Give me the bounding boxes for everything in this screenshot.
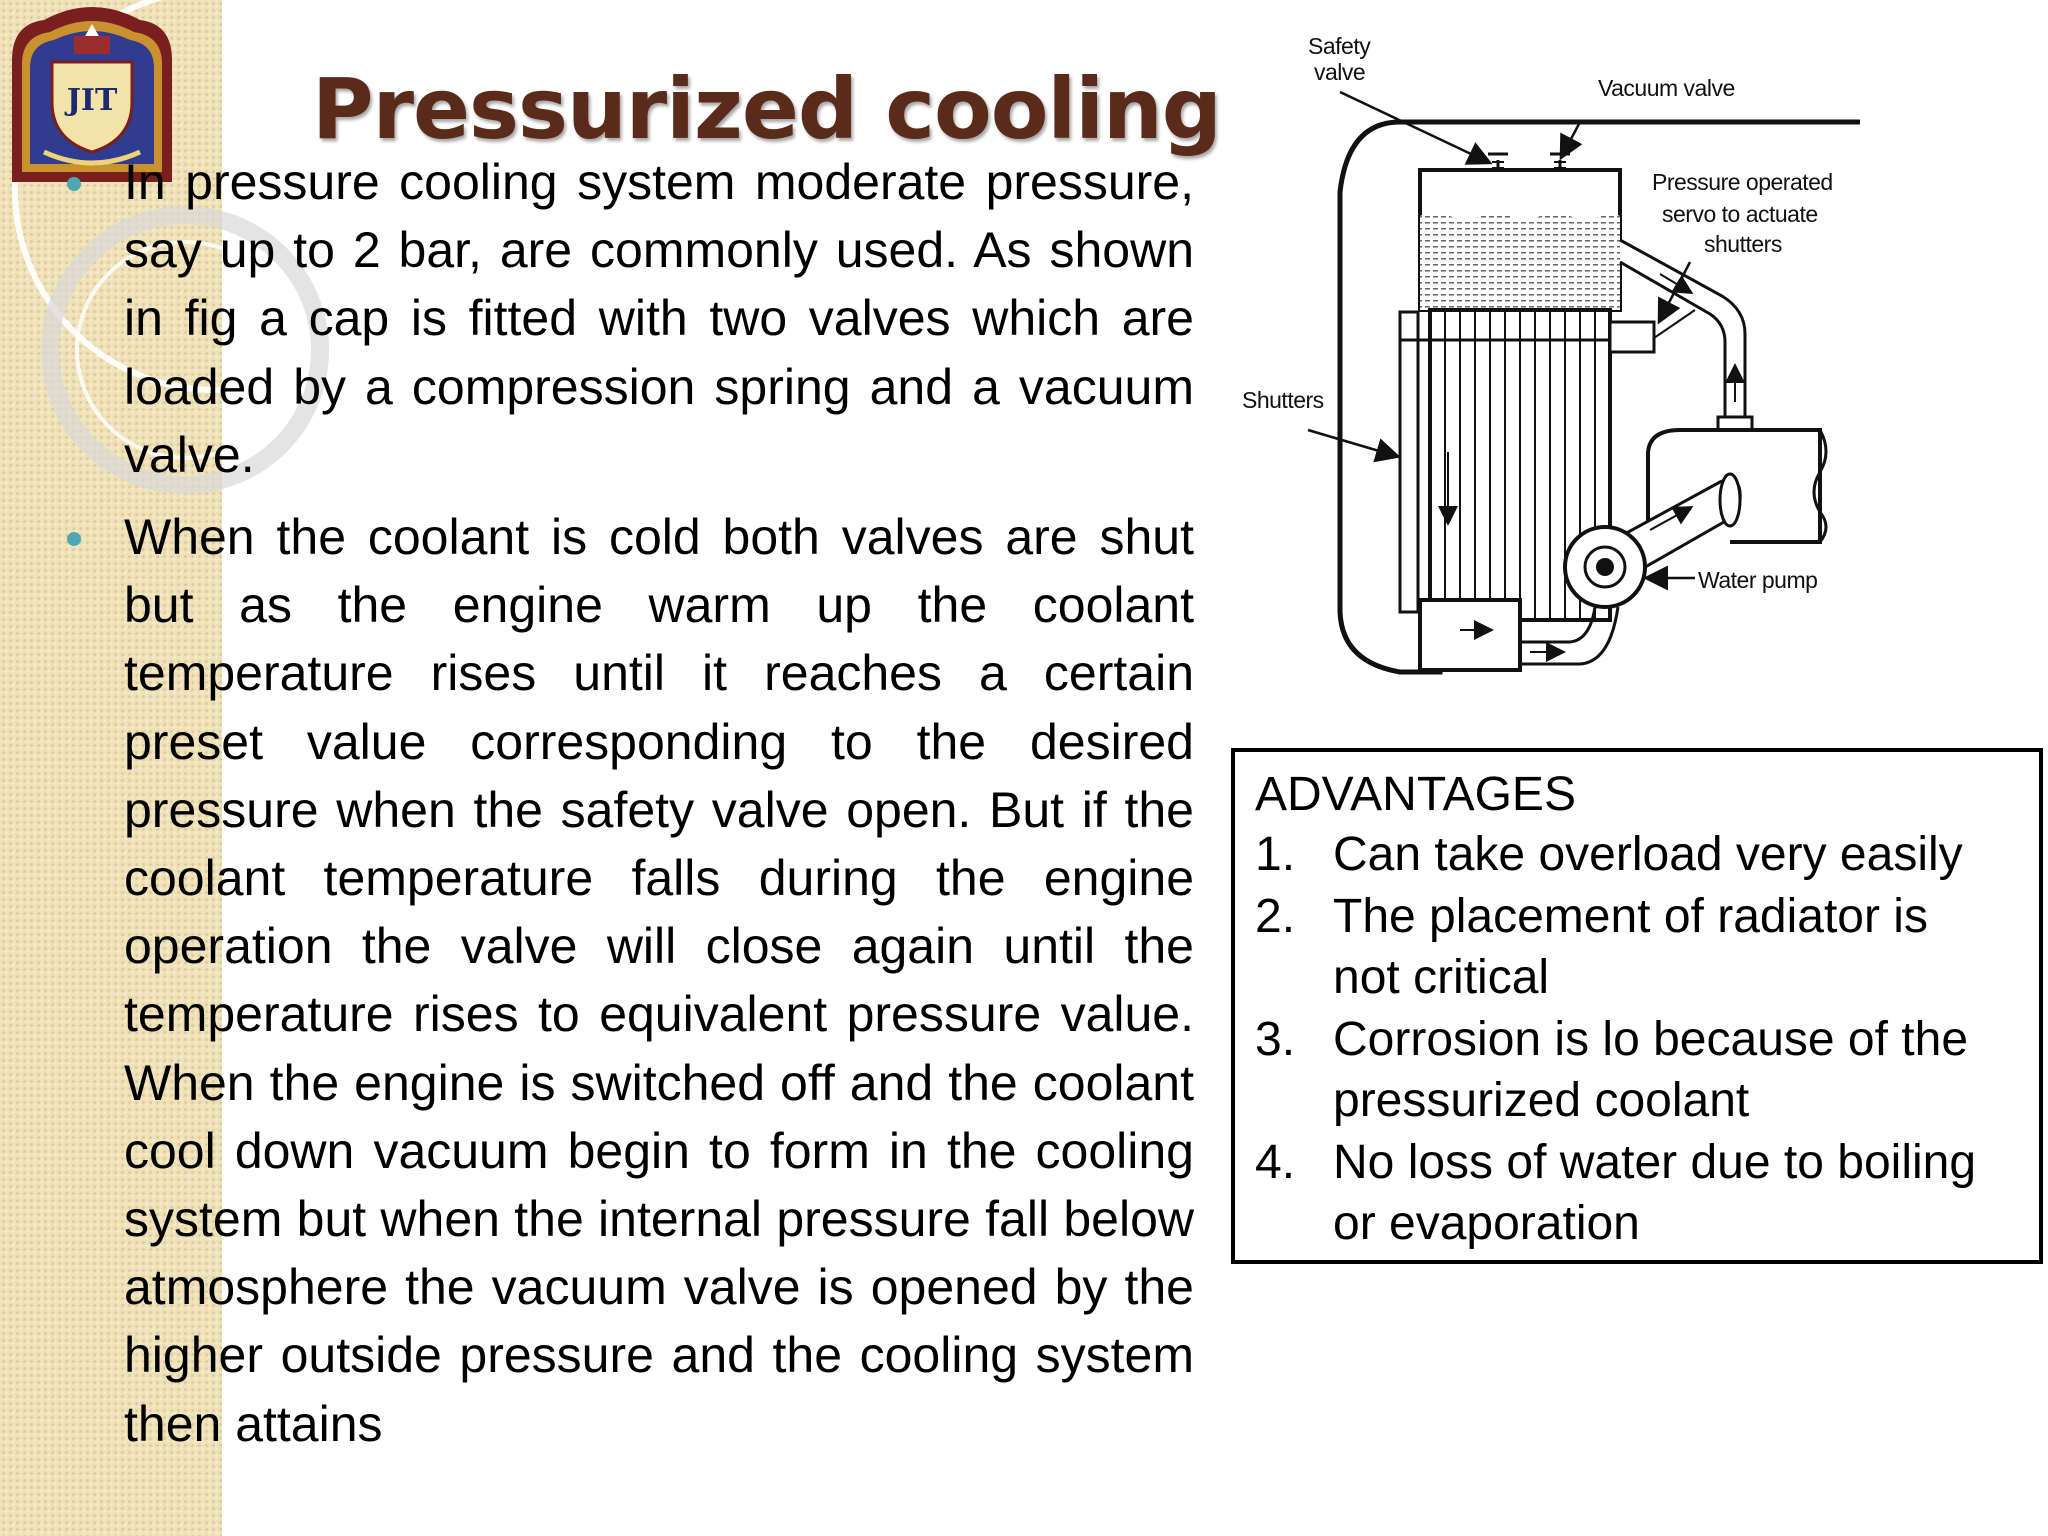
bullet-icon — [67, 532, 81, 547]
advantage-number: 4. — [1255, 1135, 1296, 1189]
label-water-pump: Water pump — [1698, 567, 1817, 593]
advantages-list: 1. Can take overload very easily 2. The … — [1255, 824, 2019, 1255]
label-safety-valve-line1: Safety — [1308, 33, 1371, 59]
advantage-text: or evaporation — [1333, 1197, 1640, 1250]
advantage-item: 4. No loss of water due to boiling or ev… — [1255, 1132, 2019, 1255]
slide-title: Pressurized cooling — [312, 60, 1222, 158]
advantage-text: not critical — [1333, 951, 1550, 1004]
paragraph-text: In pressure cooling system moderate pres… — [124, 154, 1194, 483]
label-safety-valve-line2: valve — [1314, 59, 1365, 85]
label-vacuum-valve: Vacuum valve — [1598, 75, 1735, 101]
advantage-item: 3. Corrosion is lo because of the pressu… — [1255, 1009, 2019, 1132]
advantage-text: Can take overload very easily — [1333, 828, 1963, 881]
label-shutters: Shutters — [1242, 387, 1324, 413]
advantage-text: Corrosion is lo because of the — [1333, 1012, 1969, 1066]
label-servo-line2: servo to actuate — [1662, 201, 1818, 227]
advantage-number: 2. — [1255, 889, 1296, 943]
paragraph-pressure-cooling: In pressure cooling system moderate pres… — [67, 148, 1194, 489]
bullet-icon — [67, 177, 81, 191]
advantages-heading: ADVANTAGES — [1255, 768, 1576, 821]
paragraph-operation: When the coolant is cold both valves are… — [67, 503, 1194, 1458]
advantage-item: 2. The placement of radiator is not crit… — [1255, 886, 2019, 1009]
advantage-item: 1. Can take overload very easily — [1255, 824, 2019, 886]
label-servo-line3: shutters — [1704, 231, 1782, 257]
advantage-text: pressurized coolant — [1333, 1074, 1750, 1127]
advantage-number: 1. — [1255, 828, 1296, 881]
diagram-drawing — [1307, 90, 1860, 675]
college-logo: JIT — [12, 7, 172, 182]
logo-text: JIT — [64, 83, 118, 118]
advantages-box: ADVANTAGES 1. Can take overload very eas… — [1231, 748, 2043, 1264]
advantage-number: 3. — [1255, 1012, 1296, 1066]
advantage-text: No loss of water due to boiling — [1333, 1135, 1977, 1189]
slide-body: In pressure cooling system moderate pres… — [67, 148, 1194, 1458]
label-servo-line1: Pressure operated — [1652, 169, 1833, 195]
pressurized-cooling-diagram: Safety valve Vacuum valve Pressure opera… — [1242, 33, 1860, 675]
advantage-text: The placement of radiator is — [1333, 889, 1928, 943]
paragraph-text: When the coolant is cold both valves are… — [124, 509, 1194, 1452]
